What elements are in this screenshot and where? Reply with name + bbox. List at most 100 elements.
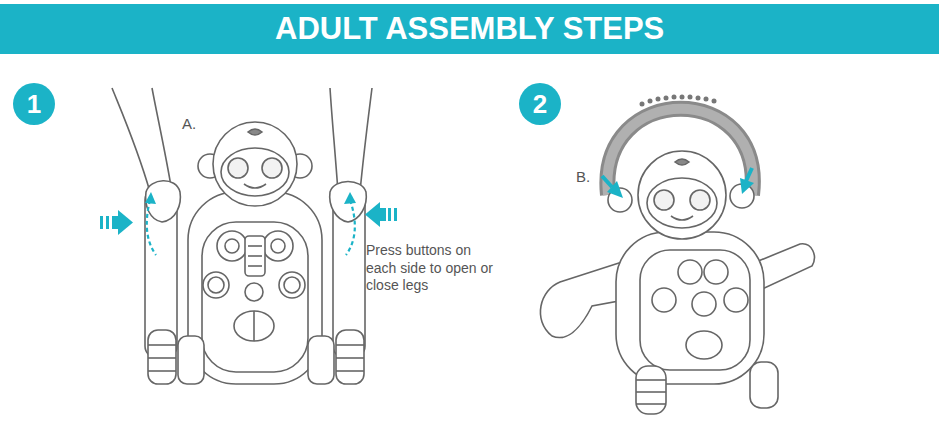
drawing-stroke bbox=[664, 96, 669, 101]
drawing-stroke bbox=[394, 208, 397, 221]
drawing-stroke bbox=[148, 357, 176, 359]
drawing-stroke bbox=[640, 250, 750, 370]
drawing-stroke bbox=[652, 288, 676, 312]
drawing-stroke bbox=[152, 88, 172, 192]
drawing-stroke bbox=[636, 379, 666, 381]
drawing-stroke bbox=[750, 362, 778, 408]
drawing-stroke bbox=[692, 292, 716, 316]
drawing-stroke bbox=[724, 288, 748, 312]
drawing-stroke bbox=[234, 311, 274, 341]
drawing-stroke bbox=[146, 181, 181, 222]
drawing-stroke bbox=[271, 239, 285, 253]
drawing-stroke bbox=[221, 148, 289, 196]
drawing-stroke bbox=[656, 97, 661, 102]
step-number-circle: 1 bbox=[13, 83, 55, 125]
drawing-stroke bbox=[253, 311, 255, 341]
drawing-stroke bbox=[336, 357, 364, 359]
drawing-stroke bbox=[690, 190, 710, 210]
drawing-stroke bbox=[671, 216, 693, 220]
title-banner bbox=[0, 4, 939, 54]
drawing-stroke bbox=[704, 97, 709, 102]
drawing-stroke bbox=[203, 272, 229, 298]
drawing-stroke bbox=[202, 222, 308, 372]
drawing-stroke bbox=[284, 277, 300, 293]
drawing-stroke bbox=[147, 200, 156, 255]
step-number: 1 bbox=[27, 91, 41, 117]
step-number-circle: 2 bbox=[519, 83, 561, 125]
drawing-stroke bbox=[360, 88, 372, 192]
drawing-stroke bbox=[148, 330, 176, 384]
drawing-stroke bbox=[680, 95, 685, 100]
drawing-stroke bbox=[330, 182, 367, 223]
drawing-stroke bbox=[225, 239, 239, 253]
drawing-stroke bbox=[616, 232, 764, 384]
drawing-stroke bbox=[654, 190, 674, 210]
drawing-stroke bbox=[330, 88, 338, 192]
drawing-stroke bbox=[648, 99, 653, 104]
drawing-stroke bbox=[213, 122, 297, 206]
drawing-stroke bbox=[279, 272, 305, 298]
press-arrow bbox=[602, 168, 754, 198]
drawing-stroke bbox=[607, 181, 623, 198]
drawing-stroke bbox=[217, 231, 247, 261]
drawing-stroke bbox=[675, 159, 689, 165]
step-number: 2 bbox=[533, 91, 547, 117]
drawing-stroke bbox=[100, 216, 103, 229]
drawing-stroke bbox=[112, 216, 118, 229]
drawing-stroke bbox=[336, 370, 364, 372]
instruction-note: Press buttons on each side to open or cl… bbox=[366, 242, 498, 295]
drawing-stroke bbox=[636, 366, 666, 414]
walker-side-view bbox=[540, 95, 814, 415]
drawing-stroke bbox=[686, 331, 722, 359]
drawing-stroke bbox=[148, 370, 176, 372]
drawing-stroke bbox=[106, 216, 109, 229]
drawing-stroke bbox=[712, 99, 717, 104]
drawing-stroke bbox=[638, 151, 726, 239]
walker-front-view bbox=[112, 88, 372, 384]
drawing-stroke bbox=[746, 168, 752, 181]
drawing-stroke bbox=[244, 184, 266, 188]
drawing-stroke bbox=[178, 336, 204, 384]
drawing-stroke bbox=[148, 344, 176, 346]
drawing-stroke bbox=[647, 178, 717, 228]
drawing-stroke bbox=[245, 283, 263, 301]
drawing-stroke bbox=[636, 391, 666, 393]
drawing-stroke bbox=[188, 192, 322, 384]
drawing-stroke bbox=[112, 88, 150, 192]
drawing-stroke bbox=[145, 192, 156, 204]
drawing-stroke bbox=[380, 208, 386, 221]
drawing-stroke bbox=[688, 95, 693, 100]
drawing-stroke bbox=[696, 96, 701, 101]
drawing-stroke bbox=[346, 200, 355, 255]
part-letter: A. bbox=[182, 115, 196, 134]
drawing-stroke bbox=[308, 336, 334, 384]
drawing-stroke bbox=[740, 178, 754, 194]
drawing-stroke bbox=[388, 208, 391, 221]
drawing-stroke bbox=[248, 265, 262, 267]
drawing-stroke bbox=[678, 260, 702, 284]
rotation-arrow bbox=[147, 200, 355, 255]
drawing-stroke bbox=[602, 176, 612, 187]
drawing-stroke bbox=[228, 158, 248, 178]
drawing-stroke bbox=[336, 344, 364, 346]
rotation-arrowhead bbox=[145, 192, 356, 204]
part-letter: B. bbox=[576, 168, 590, 187]
drawing-stroke bbox=[248, 255, 262, 257]
drawing-stroke bbox=[118, 210, 133, 235]
drawing-stroke bbox=[245, 236, 265, 276]
drawing-stroke bbox=[540, 262, 624, 338]
drawing-stroke bbox=[262, 158, 282, 178]
drawing-stroke bbox=[248, 129, 262, 135]
drawing-stroke bbox=[336, 330, 364, 384]
drawing-stroke bbox=[365, 202, 380, 227]
drawing-stroke bbox=[640, 95, 717, 107]
drawing-stroke bbox=[344, 192, 356, 204]
drawing-stroke bbox=[263, 231, 293, 261]
drawing-stroke bbox=[704, 260, 728, 284]
drawing-stroke bbox=[248, 245, 262, 247]
drawing-stroke bbox=[640, 102, 645, 107]
page-title: ADULT ASSEMBLY STEPS bbox=[275, 11, 664, 47]
drawing-stroke bbox=[672, 95, 677, 100]
